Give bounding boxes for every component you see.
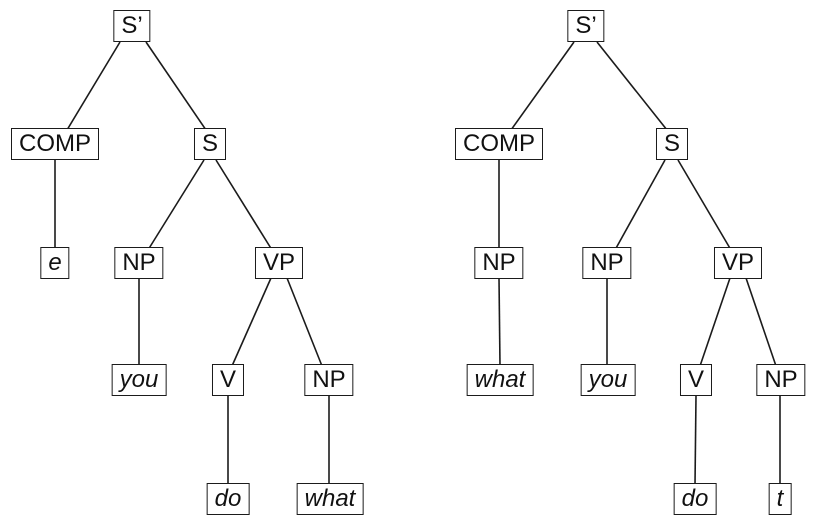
edge-sbar-comp xyxy=(66,41,121,131)
node-np-subject: NP xyxy=(582,247,632,279)
node-vp: VP xyxy=(713,247,763,279)
terminal-do: do xyxy=(673,483,717,515)
node-v: V xyxy=(679,364,713,396)
edge-sbar-s xyxy=(596,41,668,131)
edge-vp-v xyxy=(231,277,272,367)
terminal-t: t xyxy=(768,483,792,515)
edge-s-vp xyxy=(215,159,273,251)
node-s: S xyxy=(655,128,689,160)
edge-v-do xyxy=(694,395,697,486)
terminal-you: you xyxy=(580,364,636,396)
node-comp: COMP xyxy=(11,128,99,160)
node-comp: COMP xyxy=(455,128,543,160)
edge-s-np xyxy=(614,159,666,251)
edge-vp-np xyxy=(286,277,323,367)
edge-np-what xyxy=(498,277,501,367)
terminal-what: what xyxy=(466,364,534,396)
node-np-object: NP xyxy=(304,364,354,396)
node-v: V xyxy=(211,364,245,396)
terminal-you: you xyxy=(111,364,167,396)
node-s-bar: S’ xyxy=(113,10,151,42)
node-s: S xyxy=(193,128,227,160)
edge-vp-v xyxy=(699,277,731,367)
terminal-what: what xyxy=(296,483,364,515)
node-np-comp: NP xyxy=(474,247,524,279)
terminal-e: e xyxy=(40,247,70,279)
edge-vp-np xyxy=(745,277,777,367)
edge-s-vp xyxy=(677,159,732,251)
node-np-subject: NP xyxy=(114,247,164,279)
terminal-do: do xyxy=(206,483,250,515)
node-np-object: NP xyxy=(756,364,806,396)
node-s-bar: S’ xyxy=(567,10,605,42)
edge-s-np xyxy=(147,159,205,251)
node-vp: VP xyxy=(254,247,304,279)
edge-sbar-s xyxy=(145,41,207,131)
edge-sbar-comp xyxy=(510,41,575,131)
